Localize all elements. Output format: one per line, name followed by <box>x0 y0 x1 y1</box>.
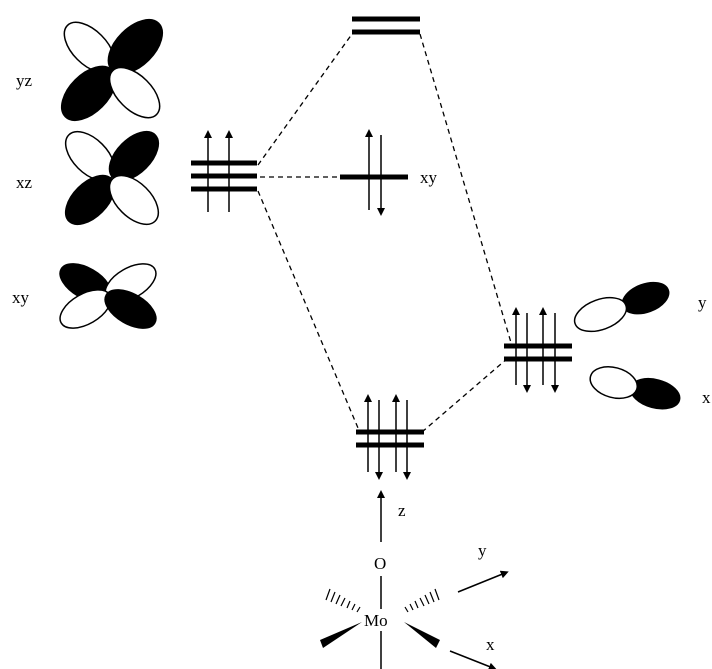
xy-orbital-icon <box>59 263 157 329</box>
yz-orbital-label: yz <box>16 71 33 90</box>
yz-orbital-icon <box>60 18 164 122</box>
y-axis-arrow <box>457 570 509 593</box>
oxygen-p-level <box>504 307 572 393</box>
nonbonding-xy-level <box>340 129 408 216</box>
wedge-bond-right <box>404 622 440 648</box>
bonding-pi-level <box>356 394 424 480</box>
x-axis-arrow <box>449 650 497 669</box>
z-axis-label: z <box>398 501 406 520</box>
oxygen-atom-label: O <box>374 554 386 573</box>
x-axis-label: x <box>486 635 495 654</box>
py-orbital-icon <box>573 281 670 333</box>
xz-orbital-label: xz <box>16 173 33 192</box>
correlation-lines <box>257 33 513 433</box>
hashed-bond-left <box>325 588 361 613</box>
px-orbital-icon <box>589 366 681 410</box>
metal-t2g-level <box>191 130 257 212</box>
wedge-bond-left <box>320 622 362 648</box>
xz-orbital-icon <box>64 130 160 226</box>
px-orbital-label: x <box>702 388 711 407</box>
nonbonding-xy-label: xy <box>420 168 438 187</box>
y-axis-label: y <box>478 541 487 560</box>
molybdenum-atom-label: Mo <box>364 611 388 630</box>
antibonding-pi-level <box>352 16 420 35</box>
xy-orbital-label: xy <box>12 288 30 307</box>
hashed-bond-right <box>404 588 440 613</box>
py-orbital-label: y <box>698 293 707 312</box>
